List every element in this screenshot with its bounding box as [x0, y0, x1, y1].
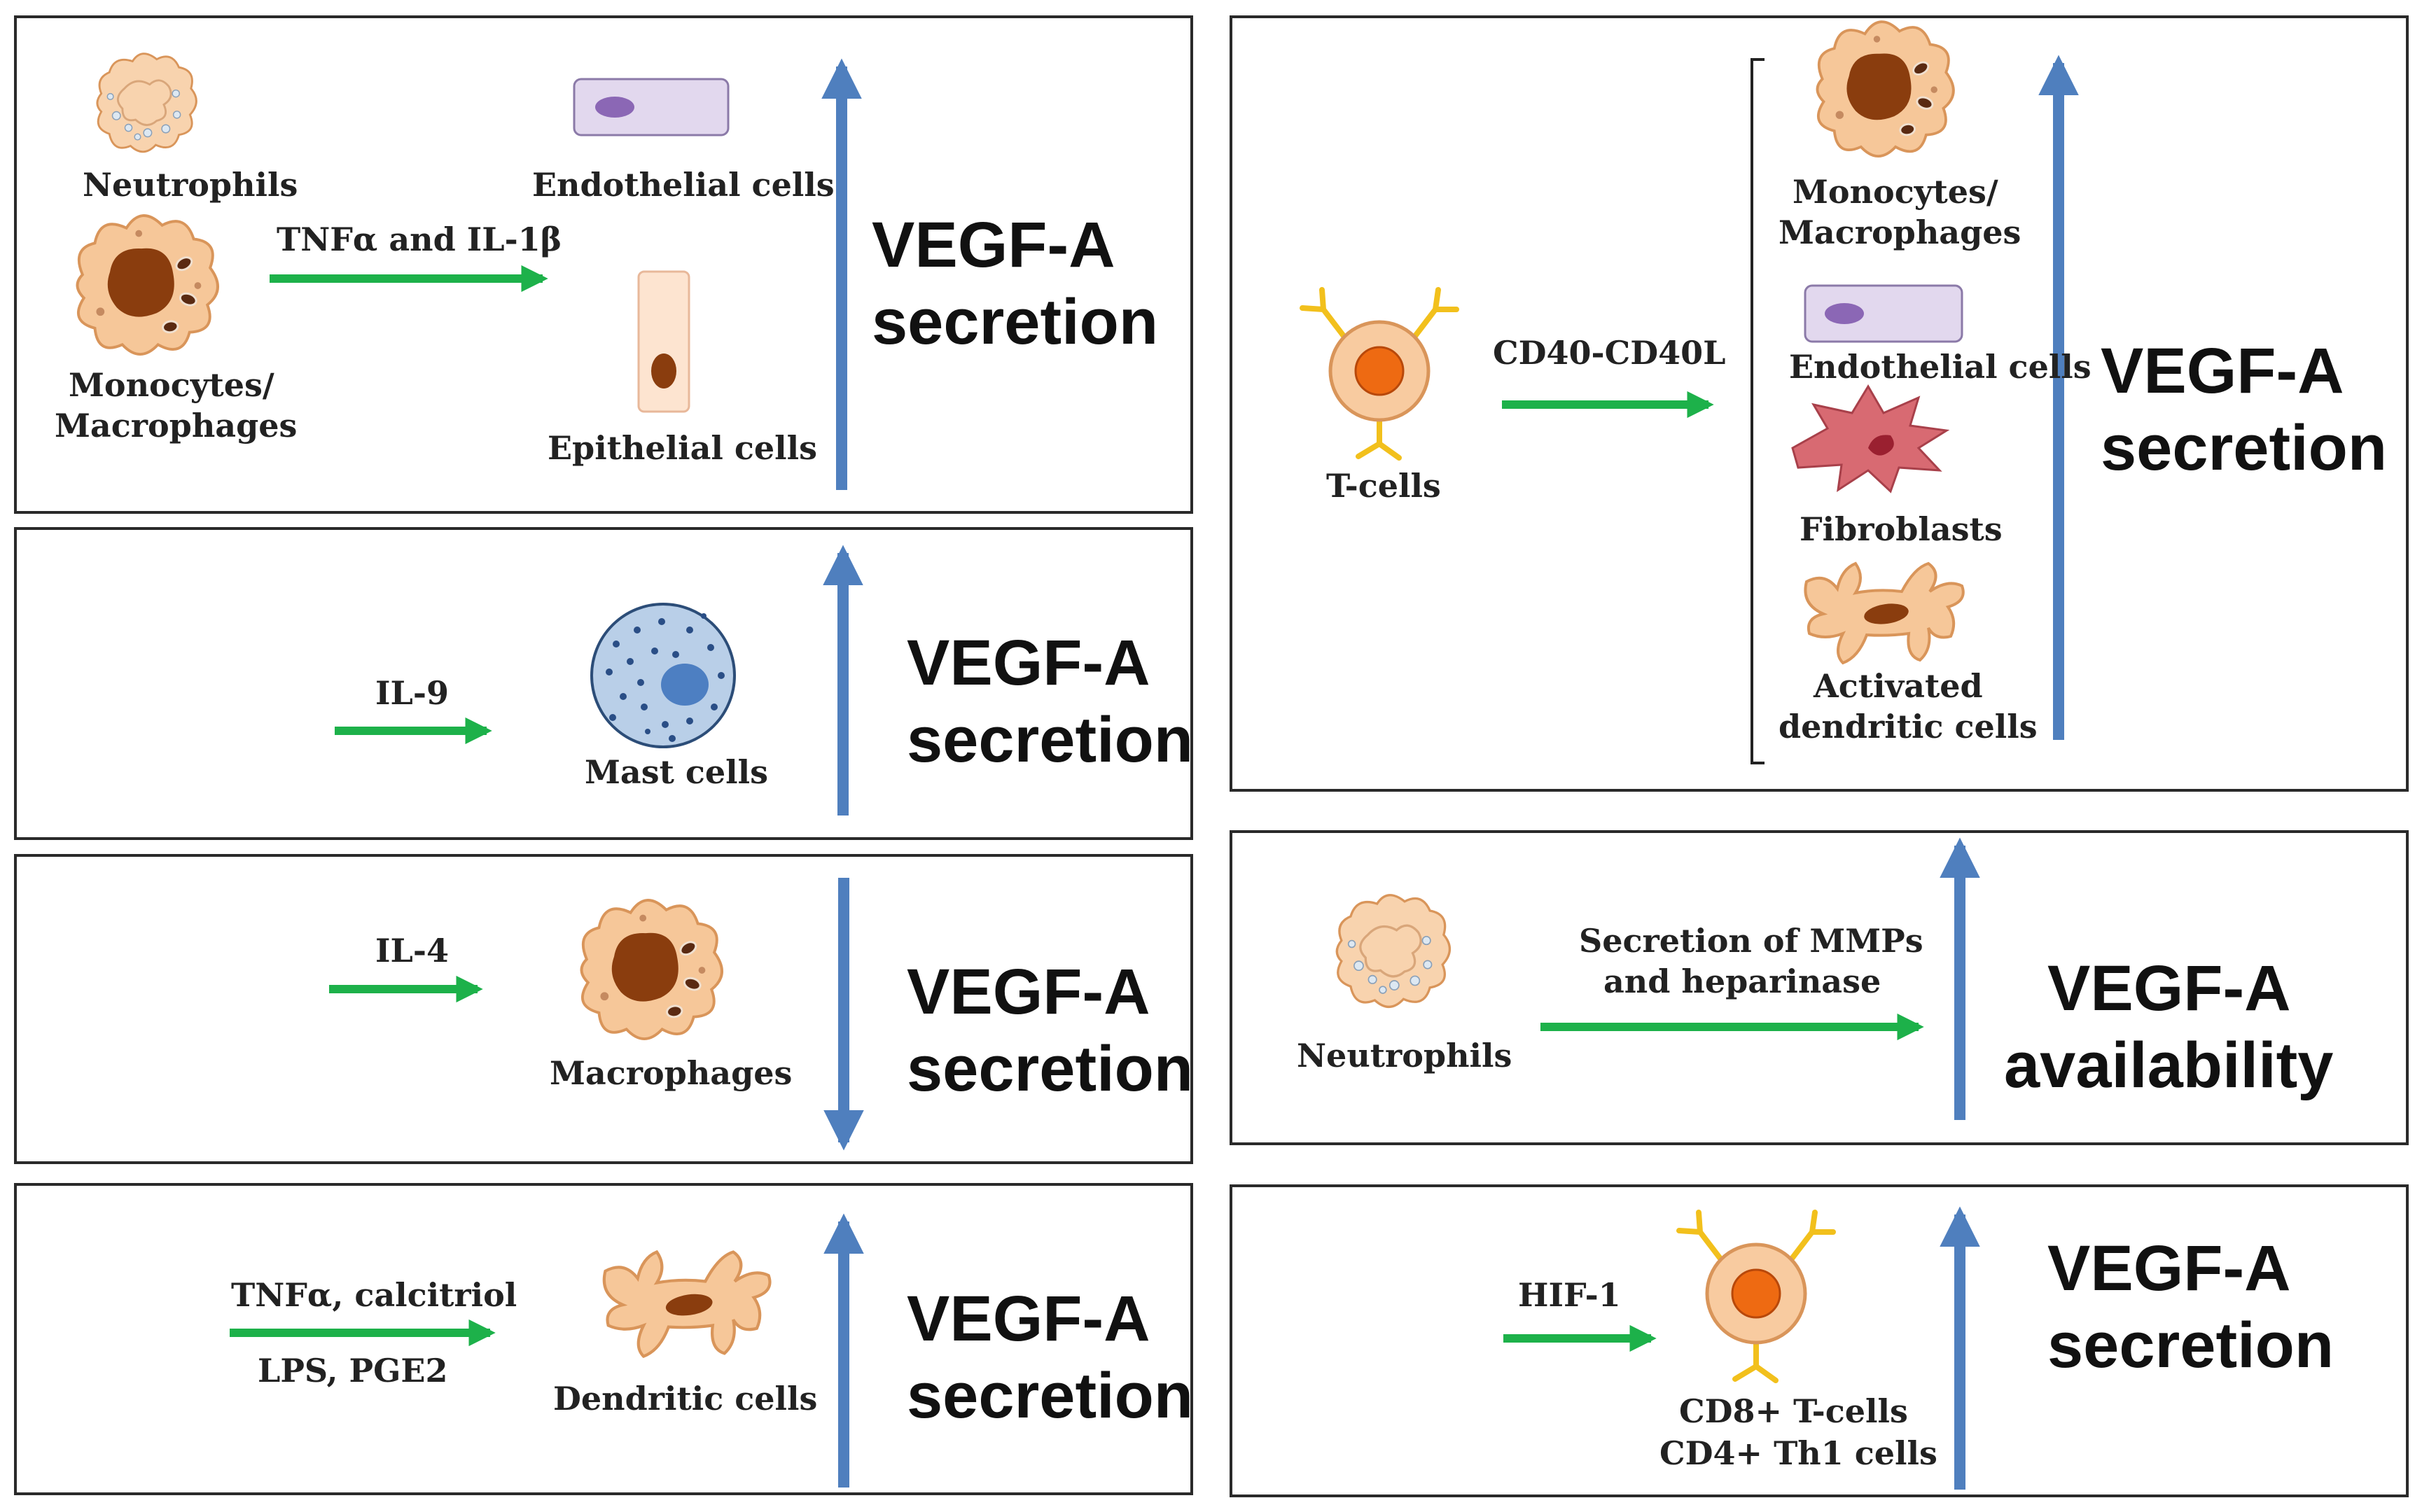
macrophages-label: Macrophages	[550, 1054, 793, 1092]
neutrophils-label: Neutrophils	[1297, 1037, 1512, 1074]
effect-subtitle: secretion	[2047, 1310, 2334, 1381]
signal-label: CD40-CD40L	[1493, 334, 1726, 372]
mast-cell-icon	[590, 603, 736, 748]
fibroblasts-label: Fibroblasts	[1800, 510, 2003, 548]
neutrophil-icon	[96, 52, 197, 153]
epithelial-cell-icon	[637, 270, 690, 413]
endothelial-label: Endothelial cells	[532, 166, 835, 204]
effect-title: VEGF-A	[907, 956, 1150, 1028]
signal-label: TNFα and IL-1β	[277, 220, 562, 258]
panel-cd40	[1230, 15, 2409, 792]
macrophages-label: Macrophages	[55, 407, 298, 444]
effect-title: VEGF-A	[907, 627, 1150, 699]
fibroblast-icon	[1791, 384, 1950, 493]
dendritic-cell-icon	[604, 1252, 770, 1357]
signal-label: Secretion of MMPs	[1579, 922, 1923, 960]
panel-dendritic	[14, 1183, 1193, 1495]
signal-label-2: and heparinase	[1603, 962, 1881, 1000]
epithelial-label: Epithelial cells	[548, 429, 818, 467]
effect-subtitle: secretion	[907, 704, 1194, 776]
signal-label: HIF-1	[1518, 1276, 1621, 1314]
neutrophils-label: Neutrophils	[83, 166, 298, 204]
bracket	[1751, 58, 1765, 764]
effect-subtitle: secretion	[2101, 412, 2388, 484]
dendritic-cells-label: Dendritic cells	[553, 1380, 818, 1418]
neutrophil-icon	[1335, 894, 1452, 1008]
effect-subtitle: secretion	[907, 1033, 1194, 1105]
effect-subtitle: secretion	[872, 286, 1159, 358]
cd8-label: CD8+ T-cells	[1679, 1392, 1908, 1430]
cd4-label: CD4+ Th1 cells	[1659, 1434, 1937, 1472]
macrophages-label: Macrophages	[1779, 214, 2021, 251]
mast-cells-label: Mast cells	[585, 753, 769, 791]
panel-neutrophil-mmp	[1230, 830, 2409, 1145]
t-cell-icon	[1302, 290, 1456, 458]
monocytes-label: Monocytes/	[1793, 173, 1998, 211]
macrophage-icon	[1816, 20, 1955, 158]
dendritic-cells-label: dendritic cells	[1779, 708, 2038, 746]
effect-subtitle: availability	[2004, 1030, 2334, 1101]
signal-label: TNFα, calcitriol	[231, 1276, 517, 1314]
macrophage-icon	[580, 899, 723, 1041]
activated-label: Activated	[1814, 667, 1983, 705]
effect-title: VEGF-A	[872, 209, 1115, 281]
macrophage-icon	[76, 214, 219, 356]
signal-label: IL-4	[375, 932, 449, 969]
t-cells-label: T-cells	[1326, 467, 1441, 505]
endothelial-label: Endothelial cells	[1789, 348, 2092, 386]
signal-label-2: LPS, PGE2	[258, 1352, 448, 1390]
monocytes-label: Monocytes/	[69, 366, 274, 404]
effect-title: VEGF-A	[2101, 335, 2344, 407]
endothelial-cell-icon	[573, 78, 730, 136]
effect-title: VEGF-A	[907, 1283, 1150, 1354]
t-cell-icon	[1679, 1212, 1833, 1380]
signal-label: IL-9	[375, 674, 449, 712]
endothelial-cell-icon	[1804, 284, 1963, 343]
dendritic-cell-icon	[1804, 562, 1965, 664]
effect-title: VEGF-A	[2047, 953, 2291, 1024]
effect-subtitle: secretion	[907, 1360, 1194, 1432]
panel-hif1	[1230, 1184, 2409, 1497]
effect-title: VEGF-A	[2047, 1233, 2291, 1304]
